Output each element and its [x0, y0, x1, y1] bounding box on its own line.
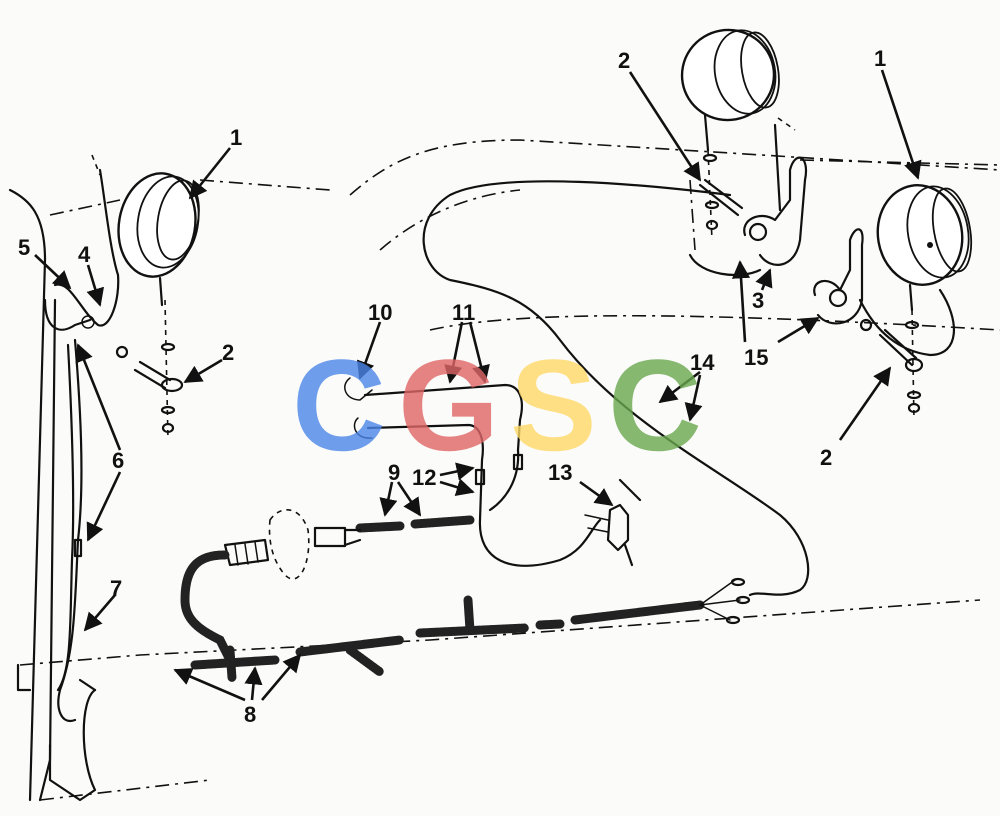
left-lamp-hardware — [81, 299, 184, 441]
callout-1a: 1 — [230, 125, 242, 150]
connector-9 — [223, 508, 475, 580]
watermark-letter-4: C — [608, 332, 702, 478]
arrow-2c — [838, 366, 892, 441]
switch-13 — [584, 478, 642, 567]
upper-right-lamp — [680, 28, 780, 241]
arrow-1a — [188, 147, 232, 200]
callout-1b: 1 — [874, 46, 886, 71]
callout-8: 8 — [244, 702, 256, 727]
arrow-4 — [86, 264, 105, 307]
callout-15: 15 — [744, 345, 768, 370]
right-lamp — [876, 184, 973, 421]
arrow-12a — [439, 462, 475, 481]
arrow-10 — [356, 321, 382, 380]
arrow-1b — [880, 69, 922, 180]
callout-6: 6 — [112, 448, 124, 473]
left-lamp-bracket — [16, 298, 97, 802]
callout-2a: 2 — [222, 340, 234, 365]
arrow-14b — [684, 374, 703, 422]
callout-3: 3 — [752, 288, 764, 313]
arrow-9b — [396, 481, 422, 517]
arrow-2a — [183, 358, 223, 384]
arrow-12b — [439, 478, 475, 496]
callout-labels: 1 1 2 2 2 3 4 5 6 7 8 9 10 11 12 13 14 1… — [18, 46, 886, 727]
callout-13: 13 — [548, 460, 572, 485]
left-lamp — [117, 172, 200, 307]
arrow-11a — [444, 321, 464, 384]
callout-10: 10 — [368, 300, 392, 325]
callout-11: 11 — [452, 300, 475, 325]
arrow-6b — [86, 471, 122, 542]
callout-14: 14 — [690, 350, 715, 375]
watermark-letter-3: S — [510, 332, 597, 478]
right-lamp-wiring — [422, 117, 956, 597]
arrow-15a — [731, 260, 751, 343]
callout-5: 5 — [18, 235, 30, 260]
arrow-6a — [75, 343, 122, 451]
arrow-8a — [173, 668, 246, 702]
arrow-13 — [579, 480, 614, 507]
arrow-8c — [261, 653, 302, 701]
arrow-9a — [379, 481, 398, 517]
callout-2c: 2 — [820, 445, 832, 470]
callout-7: 7 — [110, 576, 122, 601]
arrow-14a — [658, 370, 701, 404]
arrow-5 — [34, 254, 72, 290]
arrow-3 — [755, 268, 773, 291]
cgsc-watermark: C G S C — [292, 332, 702, 478]
left-lamp-wiring — [53, 154, 120, 723]
callout-9: 9 — [388, 460, 400, 485]
watermark-letter-1: C — [292, 332, 386, 478]
callout-2b: 2 — [618, 48, 630, 73]
watermark-letter-2: G — [398, 332, 499, 478]
arrow-8b — [244, 666, 263, 701]
right-lamp-brackets — [688, 156, 1000, 332]
main-harness — [180, 550, 751, 683]
arrow-2b — [628, 71, 702, 182]
switch-wiring — [344, 377, 602, 567]
callout-4: 4 — [78, 242, 91, 267]
arrow-15b — [777, 316, 820, 344]
arrow-11b — [468, 321, 490, 384]
arrow-7 — [83, 594, 116, 632]
callout-12: 12 — [412, 465, 436, 490]
callout-arrows — [34, 69, 922, 702]
